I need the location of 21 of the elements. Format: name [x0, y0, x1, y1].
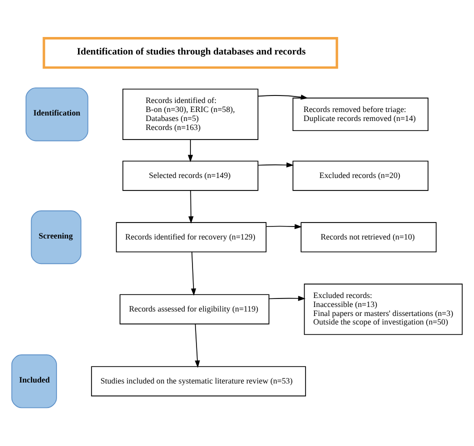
arrow — [190, 252, 196, 296]
arrow — [258, 162, 294, 168]
node-box: Records identified for recovery (n=129) — [116, 222, 266, 252]
arrow — [194, 324, 200, 368]
node-box: Records removed before triage: Duplicate records removed (n=14) — [292, 98, 428, 132]
arrow — [188, 139, 193, 162]
node-box: Records assessed for eligibility (n=119) — [120, 294, 270, 324]
node-box: Identification — [26, 88, 88, 142]
node-box: Records identified of: B-on (n=30), ERIC (n=58), Databases (n=5) Records (n=163) — [122, 88, 258, 140]
node-box: Identification of studies through databases and records — [42, 37, 338, 69]
node-box: Screening — [30, 210, 82, 264]
node-box: Excluded records: Inaccessible (n=13) Final papers or masters' dissertations (n=3) Outside the scope of investigation (n=50) — [304, 284, 463, 335]
node-box: Selected records (n=149) — [122, 160, 258, 191]
arrow — [266, 224, 302, 230]
arrow — [188, 190, 194, 224]
arrow — [258, 94, 308, 100]
node-box: Studies included on the systematic literature review (n=53) — [91, 366, 306, 396]
node-box: Records not retrieved (n=10) — [300, 222, 437, 252]
node-box: Included — [11, 354, 57, 408]
arrow — [268, 296, 306, 301]
node-box: Excluded records (n=20) — [292, 160, 428, 191]
